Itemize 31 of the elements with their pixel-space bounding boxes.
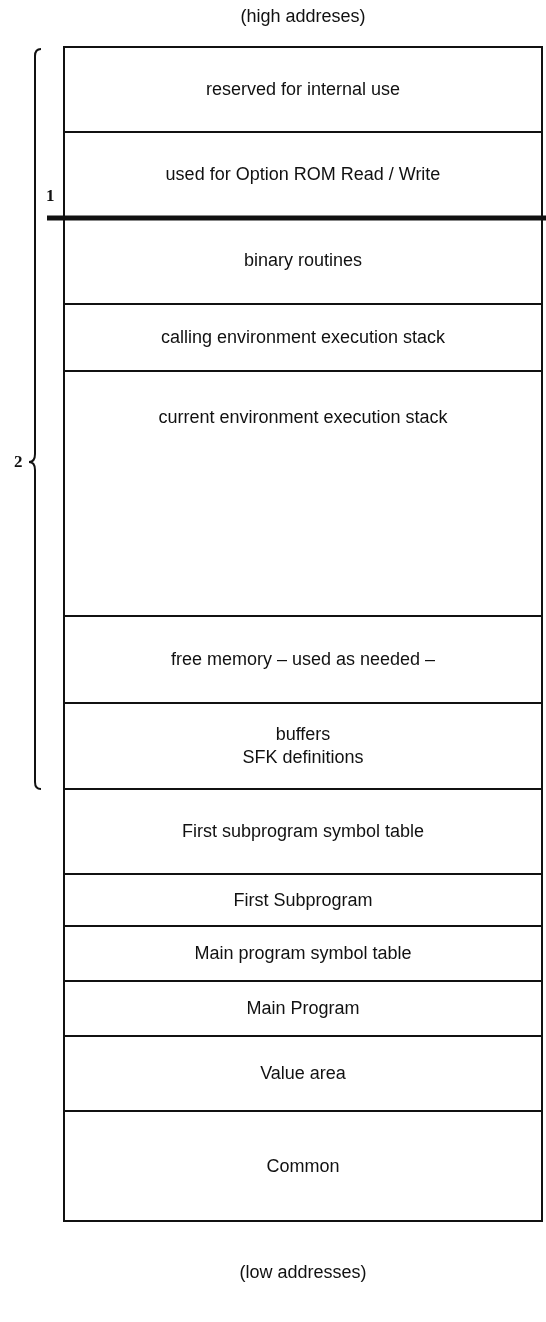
- segment-label: binary routines: [242, 249, 364, 272]
- memory-segment: [63, 982, 543, 1037]
- memory-segment: [63, 617, 543, 704]
- segment-label: Main program symbol table: [193, 942, 413, 965]
- segment-label: current environment execution stack: [157, 406, 449, 429]
- segment-label: reserved for internal use: [204, 78, 402, 101]
- memory-segment: [63, 372, 543, 617]
- memory-segment: [63, 927, 543, 982]
- memory-segment: [63, 790, 543, 875]
- memory-segment: [63, 218, 543, 305]
- segment-label: Common: [265, 1154, 341, 1178]
- segment-label: free memory – used as needed –: [169, 648, 437, 671]
- memory-segment: [63, 305, 543, 372]
- memory-segment: [63, 1037, 543, 1112]
- segment-label: used for Option ROM Read / Write: [164, 163, 442, 186]
- segment-label: Value area: [259, 1062, 347, 1085]
- memory-segment: [63, 704, 543, 790]
- callout-number: 1: [46, 186, 55, 206]
- memory-segment: [63, 133, 543, 218]
- memory-segment: [63, 46, 543, 133]
- callout-number: 2: [14, 452, 23, 472]
- segment-label: First subprogram symbol table: [180, 820, 426, 843]
- segment-label: SFK definitions: [241, 746, 365, 769]
- address-note: (low addresses): [238, 1262, 368, 1283]
- segment-label: First Subprogram: [232, 888, 374, 912]
- address-note: (high addreses): [239, 6, 367, 27]
- segment-label: calling environment execution stack: [159, 326, 447, 349]
- memory-segment: [63, 875, 543, 927]
- segment-label: buffers: [274, 723, 332, 746]
- memory-segment: [63, 1112, 543, 1222]
- segment-label: Main Program: [245, 997, 361, 1020]
